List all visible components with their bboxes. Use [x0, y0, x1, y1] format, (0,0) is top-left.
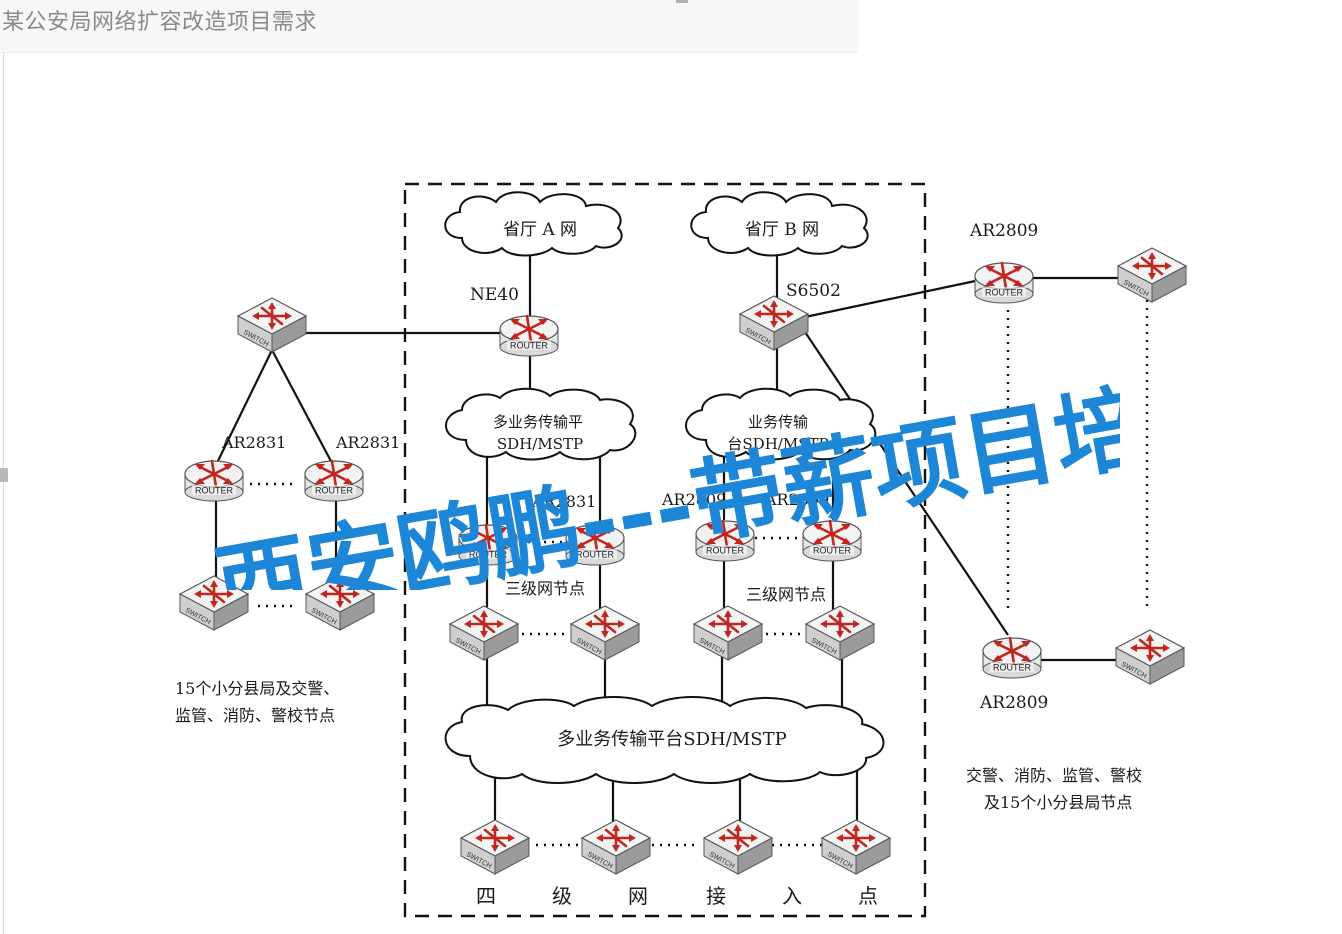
svg-text:监管、消防、警校节点: 监管、消防、警校节点 — [175, 706, 335, 725]
switch-right-bottom[interactable] — [1114, 628, 1186, 686]
header-bar: 某公安局网络扩容改造项目需求 — [0, 0, 858, 53]
cloud-label-province-a: 省厅 A 网 — [503, 220, 577, 240]
router-ar2831-core-a[interactable] — [457, 523, 519, 567]
switch-left-bottom-b[interactable] — [304, 574, 376, 632]
svg-text:四: 四 — [476, 884, 496, 908]
svg-text:级: 级 — [552, 884, 572, 908]
left-edge-line — [3, 52, 4, 934]
switch-fourth-level-2[interactable] — [580, 818, 652, 876]
dotted-connectors — [250, 300, 1149, 847]
label-ar2831-left-b: AR2831 — [335, 433, 400, 452]
cloud-province-a: 省厅 A 网 — [444, 191, 623, 257]
switch-left-top[interactable] — [236, 296, 308, 354]
label-left-group: 15个小分县局及交警、 监管、消防、警校节点 — [175, 679, 339, 725]
label-right-group: 交警、消防、监管、警校 及15个小分县局节点 — [966, 766, 1142, 812]
switch-left-bottom-a[interactable] — [178, 574, 250, 632]
switch-third-level-3[interactable] — [692, 604, 764, 662]
router-ar2809-core-b[interactable] — [801, 519, 863, 563]
switch-fourth-level-1[interactable] — [459, 818, 531, 876]
switch-right-top[interactable] — [1116, 246, 1188, 304]
cloud-mstp-bottom: 多业务传输平台SDH/MSTP — [444, 696, 885, 784]
label-ar2831-core: AR2831 — [531, 492, 596, 511]
connection-lines — [214, 246, 1120, 832]
cloud-mstp-right: 业务传输 台SDH/MSTP — [685, 387, 877, 461]
svg-text:15个小分县局及交警、: 15个小分县局及交警、 — [175, 679, 339, 698]
router-ne40[interactable] — [498, 314, 560, 358]
label-ar2809-core-b: AR2809 — [764, 490, 829, 509]
svg-text:及15个小分县局节点: 及15个小分县局节点 — [984, 793, 1132, 812]
left-edge-scroll-handle[interactable] — [0, 468, 8, 482]
cloud-province-b: 省厅 B 网 — [690, 191, 869, 257]
switch-fourth-level-3[interactable] — [702, 818, 774, 876]
switch-third-level-4[interactable] — [804, 604, 876, 662]
switch-fourth-level-4[interactable] — [820, 818, 892, 876]
svg-text:接: 接 — [706, 884, 726, 908]
label-ar2831-left-a: AR2831 — [221, 433, 286, 452]
label-third-level-left: 三级网节点 — [505, 579, 585, 598]
svg-text:网: 网 — [628, 884, 648, 908]
router-ar2809-core-a[interactable] — [694, 519, 756, 563]
label-ar2809-right-bottom: AR2809 — [979, 693, 1048, 713]
router-ar2831-core-b[interactable] — [564, 523, 626, 567]
svg-text:点: 点 — [858, 884, 878, 908]
svg-text:多业务传输平: 多业务传输平 — [493, 413, 583, 431]
cloud-label-province-b: 省厅 B 网 — [745, 220, 819, 240]
svg-text:SDH/MSTP: SDH/MSTP — [497, 435, 583, 453]
router-ar2831-left-b[interactable] — [303, 459, 365, 503]
switch-third-level-1[interactable] — [448, 604, 520, 662]
label-ar2809-core-a: AR2809 — [661, 490, 726, 509]
label-fourth-level: 四 级 网 接 入 点 — [476, 884, 878, 908]
svg-text:台SDH/MSTP: 台SDH/MSTP — [727, 435, 828, 453]
svg-text:交警、消防、监管、警校: 交警、消防、监管、警校 — [966, 766, 1142, 785]
cloud-label-mstp-bottom: 多业务传输平台SDH/MSTP — [557, 729, 786, 750]
switch-s6502[interactable] — [738, 294, 810, 352]
router-ar2809-right-top[interactable] — [973, 261, 1035, 305]
core-network-boundary — [403, 182, 927, 918]
label-ne40: NE40 — [470, 285, 519, 305]
cloud-mstp-left: 多业务传输平 SDH/MSTP — [445, 387, 637, 461]
label-s6502: S6502 — [786, 281, 841, 301]
label-third-level-right: 三级网节点 — [746, 585, 826, 604]
router-ar2831-left-a[interactable] — [183, 459, 245, 503]
svg-text:业务传输: 业务传输 — [748, 413, 808, 431]
label-ar2809-right-top: AR2809 — [969, 221, 1038, 241]
svg-text:入: 入 — [782, 884, 802, 908]
window-corner-mark — [676, 0, 688, 3]
switch-third-level-2[interactable] — [569, 604, 641, 662]
router-ar2809-right-bottom[interactable] — [981, 636, 1043, 680]
page-title: 某公安局网络扩容改造项目需求 — [2, 10, 318, 35]
